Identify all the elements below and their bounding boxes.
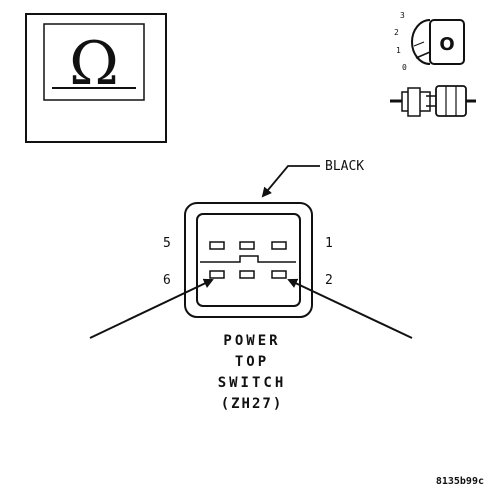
caption-line-4: (ZH27) — [221, 396, 284, 412]
pin-label-5: 5 — [163, 236, 171, 251]
wire-color-callout: BLACK — [261, 159, 364, 198]
pin-label-2: 2 — [325, 273, 333, 288]
cavity-5 — [209, 241, 225, 250]
pin-label-6: 6 — [163, 273, 171, 288]
caption-line-3: SWITCH — [218, 375, 287, 391]
cavity-center-bottom — [239, 270, 255, 279]
cavity-1 — [271, 241, 287, 250]
caption-line-1: POWER — [223, 333, 280, 349]
pin-label-1: 1 — [325, 236, 333, 251]
ignition-key-icon: 3 2 1 0 O — [394, 11, 465, 72]
key-position-2: 2 — [394, 28, 399, 37]
ohmmeter-icon: Ω — [25, 13, 167, 143]
wire-color-label: BLACK — [325, 159, 364, 174]
cavity-6 — [209, 270, 225, 279]
connector-release-icon — [390, 85, 476, 117]
connector-face: 5 1 6 2 — [163, 202, 333, 318]
key-letter: O — [439, 34, 454, 55]
cavity-2 — [271, 270, 287, 279]
figure-code: 8135b99c — [436, 476, 484, 487]
component-caption: POWER TOP SWITCH (ZH27) — [218, 333, 287, 412]
key-position-3: 3 — [400, 11, 405, 20]
cavity-center-top — [239, 241, 255, 250]
key-position-0: 0 — [402, 63, 407, 72]
probe-arrow-pin-2 — [287, 278, 413, 339]
probe-arrow-pin-6 — [89, 278, 214, 339]
key-position-1: 1 — [396, 46, 401, 55]
caption-line-2: TOP — [235, 354, 269, 370]
